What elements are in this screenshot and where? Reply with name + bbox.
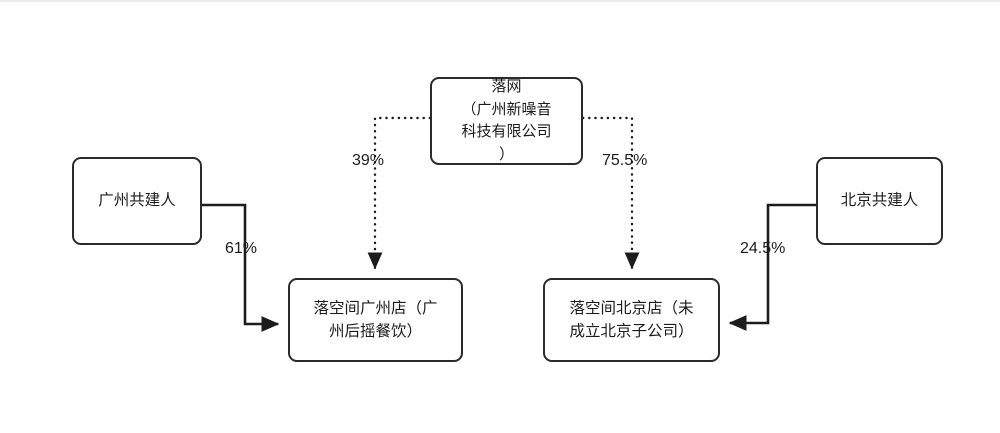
edge-luowang-to-gz-store <box>367 116 432 270</box>
node-beijing-store[interactable]: 落空间北京店（未 成立北京子公司） <box>543 278 720 362</box>
node-guangzhou-store-label: 落空间广州店（广 州后摇餐饮） <box>313 299 438 340</box>
node-luowang[interactable]: 落网 （广州新噪音 科技有限公司 ） <box>430 77 583 165</box>
node-beijing-store-label: 落空间北京店（未 成立北京子公司） <box>569 299 694 340</box>
node-guangzhou-store[interactable]: 落空间广州店（广 州后摇餐饮） <box>288 278 463 362</box>
node-beijing-partner-label: 北京共建人 <box>840 192 919 210</box>
node-beijing-partner[interactable]: 北京共建人 <box>816 157 943 245</box>
edge-luowang-to-bj-store <box>581 116 640 270</box>
edge-label-bj-partner-bj-store: 24.5% <box>740 240 786 257</box>
edge-label-luowang-gz-store: 39% <box>352 152 385 169</box>
node-guangzhou-partner-label: 广州共建人 <box>98 192 176 210</box>
edge-bj-partner-to-bj-store <box>728 203 816 332</box>
edge-label-gz-partner-gz-store: 61% <box>225 240 258 257</box>
top-divider <box>0 0 1000 2</box>
edge-label-luowang-bj-store: 75.5% <box>602 152 648 169</box>
node-luowang-label: 落网 （广州新噪音 科技有限公司 ） <box>461 78 552 163</box>
node-guangzhou-partner[interactable]: 广州共建人 <box>72 157 202 245</box>
edge-gz-partner-to-gz-store <box>202 203 280 333</box>
